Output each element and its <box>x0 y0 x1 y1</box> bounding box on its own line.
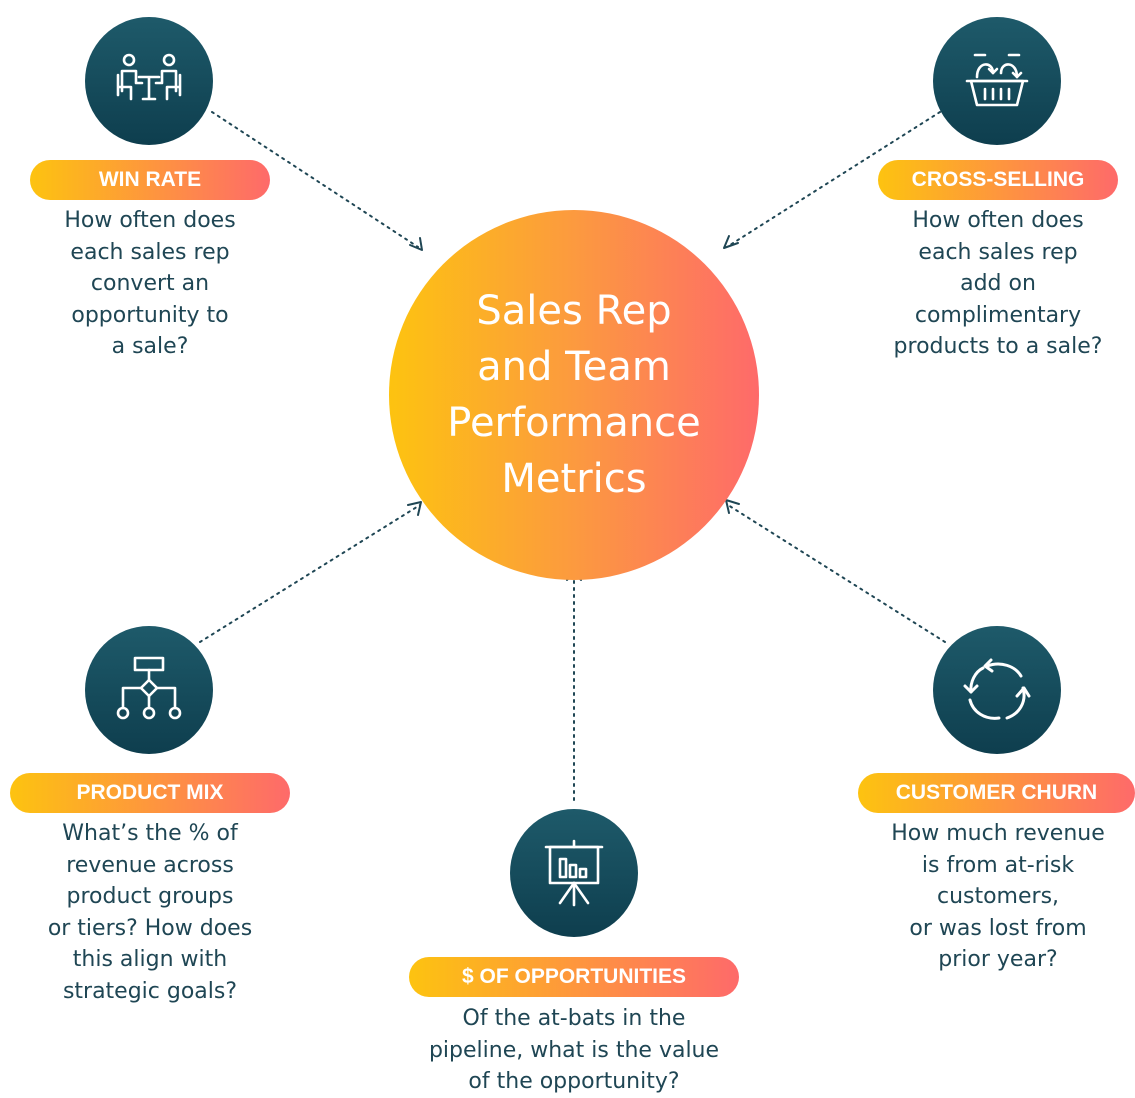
win-rate-description: How often does each sales rep convert an… <box>64 208 236 359</box>
opportunities-icon-circle <box>510 809 638 937</box>
product-mix-label: PRODUCT MIX <box>10 773 290 813</box>
opportunities-label: $ OF OPPORTUNITIES <box>409 957 739 997</box>
win-rate-label: WIN RATE <box>30 160 270 200</box>
product-mix-icon-circle <box>85 626 213 754</box>
customer-churn-icon-circle <box>933 626 1061 754</box>
center-title: Sales Rep and Team Performance Metrics <box>447 288 701 502</box>
circular-arrows-icon <box>963 658 1031 720</box>
arrowhead-product-mix <box>407 501 422 516</box>
cross-selling-description: How often does each sales rep add on com… <box>893 208 1103 359</box>
win-rate-icon-circle <box>85 17 213 145</box>
cross-selling-label: CROSS-SELLING <box>878 160 1118 200</box>
arrowhead-cross-selling <box>723 235 739 249</box>
shopping-basket-icon <box>965 53 1029 107</box>
presentation-chart-icon <box>544 839 604 907</box>
cross-selling-icon-circle <box>933 17 1061 145</box>
arrowhead-win-rate <box>409 237 423 251</box>
customer-churn-label: CUSTOMER CHURN <box>858 773 1135 813</box>
center-circle: Sales Rep and Team Performance Metrics <box>389 210 759 580</box>
customer-churn-description: How much revenue is from at-risk custome… <box>891 821 1105 972</box>
flowchart-icon <box>116 656 182 720</box>
opportunities-description: Of the at-bats in the pipeline, what is … <box>428 1006 720 1094</box>
product-mix-description: What’s the % of revenue across product g… <box>47 821 253 1004</box>
meeting-table-icon <box>116 53 182 101</box>
